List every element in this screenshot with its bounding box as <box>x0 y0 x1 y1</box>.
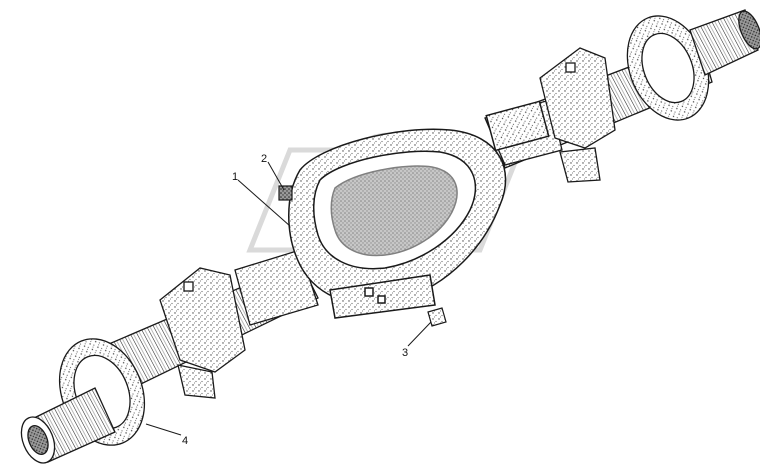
callout-label-2: 2 <box>261 153 267 165</box>
left-spring-seat <box>159 267 246 399</box>
differential-housing <box>288 100 550 319</box>
right-shaft-end <box>689 9 760 76</box>
left-shaft-end <box>20 387 116 464</box>
right-spring-seat <box>539 47 616 183</box>
right-brake-flange <box>626 15 710 121</box>
callout-label-3: 3 <box>402 347 408 359</box>
callout-label-1: 1 <box>232 171 238 183</box>
drain-plug <box>427 307 447 327</box>
callout-leaders <box>145 161 432 436</box>
breather-plug <box>278 185 293 201</box>
callout-label-4: 4 <box>182 435 188 447</box>
